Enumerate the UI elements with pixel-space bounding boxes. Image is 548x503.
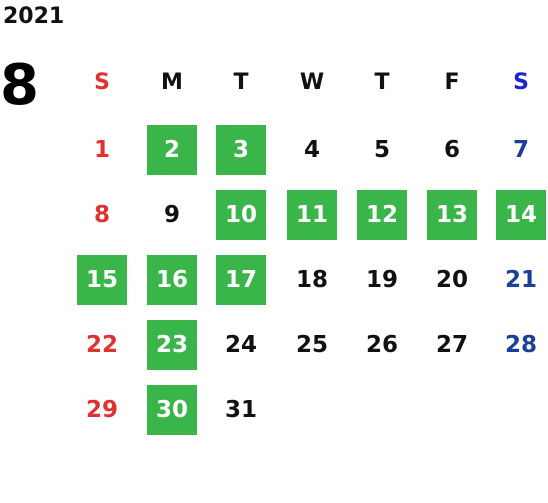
calendar-day[interactable]: 22	[85, 332, 118, 358]
calendar-day[interactable]: 7	[512, 137, 529, 163]
weekday-header: T	[233, 69, 249, 95]
calendar-day[interactable]: 5	[373, 137, 390, 163]
calendar-day[interactable]: 23	[147, 320, 197, 370]
calendar-day[interactable]: 16	[147, 255, 197, 305]
calendar-day[interactable]: 6	[443, 137, 460, 163]
weekday-header: F	[444, 69, 460, 95]
calendar-day[interactable]: 18	[295, 267, 328, 293]
calendar-day[interactable]: 14	[496, 190, 546, 240]
calendar-day[interactable]: 24	[224, 332, 257, 358]
calendar-day[interactable]: 4	[303, 137, 320, 163]
calendar-day[interactable]: 2	[147, 125, 197, 175]
calendar-day[interactable]: 27	[435, 332, 468, 358]
weekday-header: T	[374, 69, 390, 95]
calendar-day[interactable]: 19	[365, 267, 398, 293]
calendar-month-number: 8	[0, 53, 39, 118]
calendar-day[interactable]: 10	[216, 190, 266, 240]
weekday-header: W	[299, 69, 325, 95]
calendar-day[interactable]: 20	[435, 267, 468, 293]
calendar-day[interactable]: 21	[504, 267, 537, 293]
calendar-day[interactable]: 13	[427, 190, 477, 240]
weekday-header: S	[513, 69, 529, 95]
calendar-day[interactable]: 8	[93, 202, 110, 228]
calendar-day[interactable]: 12	[357, 190, 407, 240]
calendar-day[interactable]: 26	[365, 332, 398, 358]
calendar-day[interactable]: 3	[216, 125, 266, 175]
calendar-day[interactable]: 28	[504, 332, 537, 358]
calendar-year: 2021	[3, 4, 65, 29]
calendar-day[interactable]: 15	[77, 255, 127, 305]
calendar-day[interactable]: 30	[147, 385, 197, 435]
calendar-day[interactable]: 17	[216, 255, 266, 305]
calendar-day[interactable]: 25	[295, 332, 328, 358]
calendar-day[interactable]: 9	[163, 202, 180, 228]
calendar-day[interactable]: 31	[224, 397, 257, 423]
weekday-header: S	[94, 69, 110, 95]
calendar-day[interactable]: 1	[93, 137, 110, 163]
weekday-header: M	[161, 69, 183, 95]
calendar-day[interactable]: 11	[287, 190, 337, 240]
calendar-day[interactable]: 29	[85, 397, 118, 423]
